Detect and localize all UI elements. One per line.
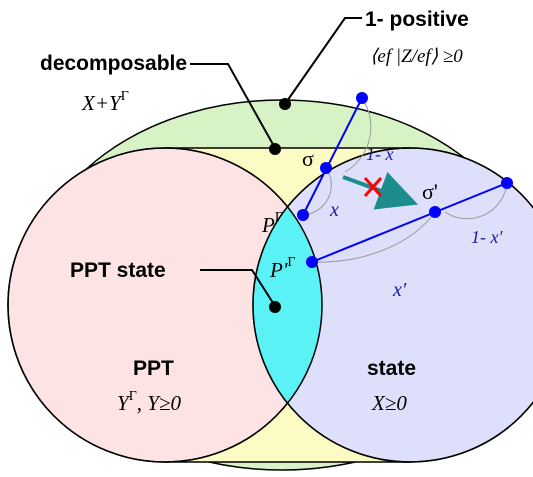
ppt-condition: YΓ, Y≥0	[117, 389, 181, 415]
one-minus-x-prime-label: 1- x'	[471, 227, 503, 247]
ppt-outline	[7, 147, 323, 463]
point-pprime-gamma	[306, 256, 318, 268]
marker-one-positive	[279, 98, 291, 110]
arc-x-prime	[311, 211, 436, 263]
marker-ppt-state	[269, 301, 281, 313]
one-positive-title: 1- positive	[365, 8, 469, 31]
cross-icon	[363, 177, 383, 197]
marker-decomposable	[269, 143, 281, 155]
segment-pprime-to-outer	[311, 182, 508, 263]
state-condition: X≥0	[371, 391, 407, 415]
decomposable-condition: X+YΓ	[81, 89, 129, 115]
leader-ppt-state	[200, 269, 276, 307]
leader-decomposable	[190, 63, 276, 149]
arc-one-minus-x	[344, 97, 372, 173]
ppt-state-label: PPT state	[70, 259, 166, 282]
sigma-prime-label: σ'	[422, 179, 438, 204]
state-outline	[252, 147, 533, 463]
point-sigma	[320, 162, 332, 174]
one-positive-condition: ⟨ef |Z/ef⟩ ≥0	[370, 46, 463, 67]
p-gamma-label: PΓ	[261, 210, 283, 237]
point-outer-1	[356, 92, 368, 104]
one-minus-x-label: 1- x	[366, 144, 393, 164]
arc-one-minus-x-prime	[444, 182, 508, 220]
x-prime-label: x'	[392, 279, 407, 301]
ppt-title: PPT	[133, 357, 174, 380]
point-outer-2	[501, 177, 513, 189]
leader-one-positive	[284, 17, 362, 105]
segment-p-to-outer	[302, 97, 363, 216]
state-title: state	[367, 357, 416, 380]
point-sigma-prime	[429, 206, 441, 218]
sigma-label: σ	[302, 146, 314, 171]
arc-x	[302, 167, 332, 216]
point-p-gamma	[297, 209, 309, 221]
pprime-gamma-label: P'Γ	[269, 255, 295, 282]
decomposable-title: decomposable	[40, 52, 187, 75]
x-label: x	[329, 199, 339, 221]
